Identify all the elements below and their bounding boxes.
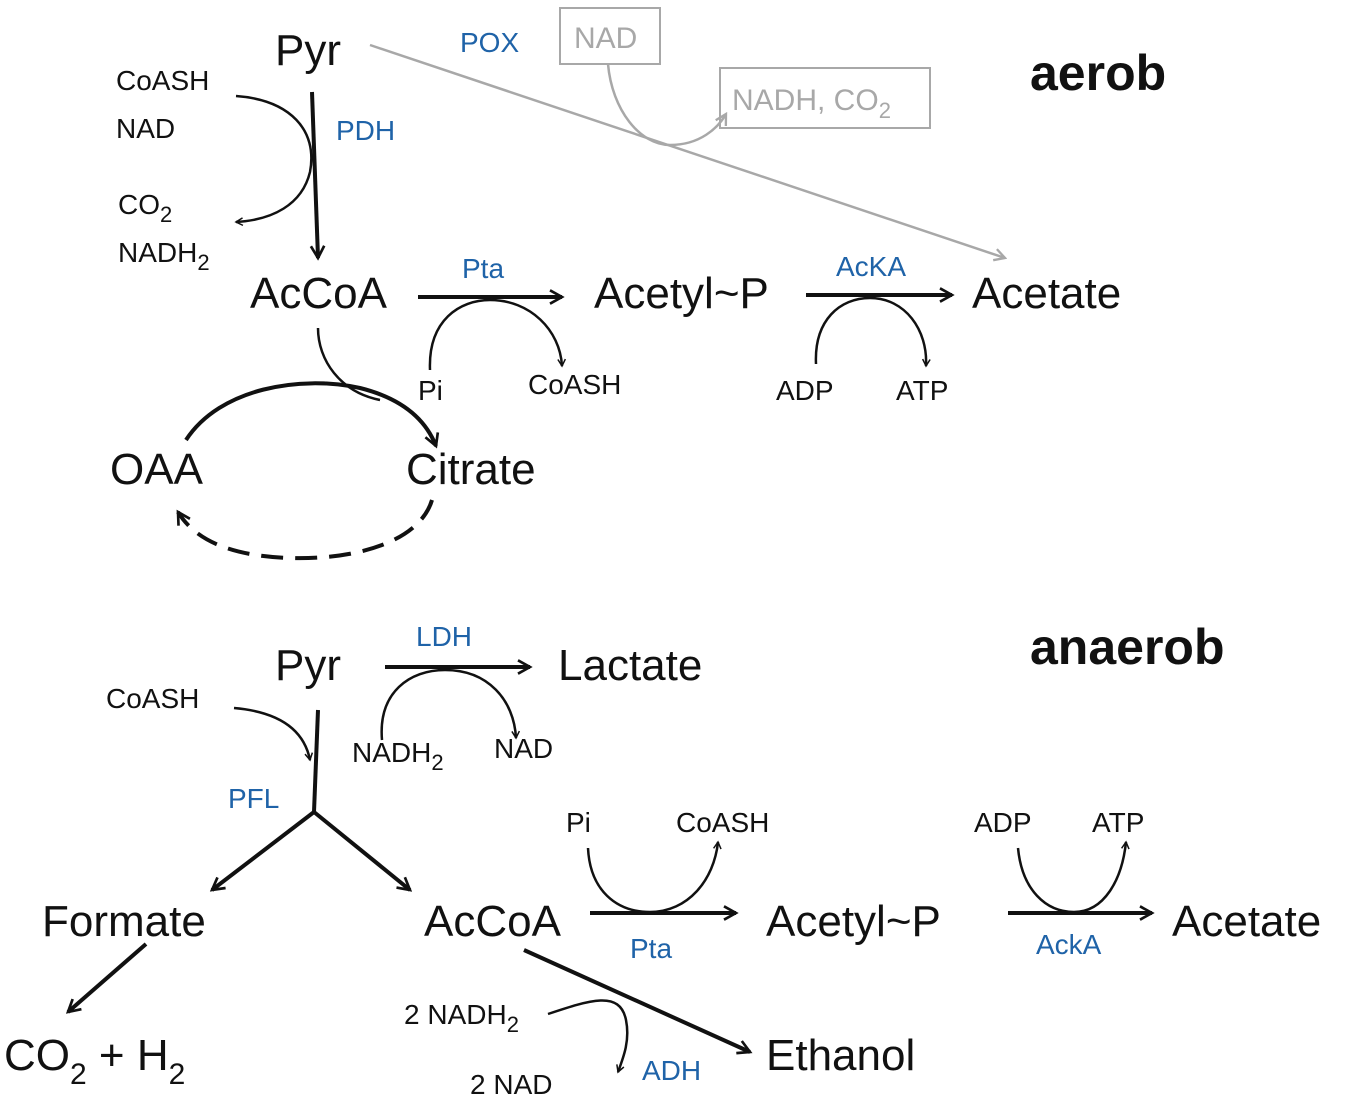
aerob-co2: CO2 [118, 189, 172, 227]
pox-nad-label: NAD [574, 22, 637, 55]
ldh-enzyme: LDH [416, 621, 472, 652]
acka-cofactor-arrow [814, 296, 926, 366]
pfl-to-accoa-arrow [312, 810, 410, 890]
adh-cofactor-arrow [547, 999, 629, 1072]
anaerob-acka-cofactor-arrow [1016, 842, 1126, 914]
pta-cofactor-arrow [428, 298, 562, 371]
aerob-pi: Pi [418, 375, 443, 406]
aerob-coash2: CoASH [528, 369, 621, 400]
pox-nadh-label: NADH, CO2 [732, 84, 891, 123]
pdh-cofactor-arrow [236, 94, 313, 222]
anaerob-adp: ADP [974, 807, 1032, 838]
tca-cycle-dashed-arrow [176, 499, 434, 561]
aerob-accoa: AcCoA [250, 269, 388, 318]
pdh-arrow [312, 91, 318, 258]
anaerob-nad: NAD [494, 733, 553, 764]
pox-branch: NAD NADH, CO2 POX [369, 7, 1005, 258]
formate-to-co2-arrow [68, 942, 148, 1012]
citrate-synthase-arrow [184, 381, 436, 446]
pfl-cofactor-arrow [233, 706, 310, 760]
aerob-title: aerob [1030, 45, 1166, 101]
aerob-citrate: Citrate [406, 445, 536, 494]
anaerob-ethanol: Ethanol [766, 1031, 915, 1080]
pfl-enzyme: PFL [228, 783, 279, 814]
aerob-atp: ATP [896, 375, 948, 406]
aerob-nad: NAD [116, 113, 175, 144]
anaerob-coash2: CoASH [676, 807, 769, 838]
pdh-enzyme: PDH [336, 115, 395, 146]
aerob-acetate: Acetate [972, 269, 1121, 318]
anaerob-2-nad: 2 NAD [470, 1069, 552, 1100]
ldh-cofactor-arrow [380, 668, 516, 741]
anaerob-pta-cofactor-arrow [586, 842, 718, 914]
anaerob-acka-enzyme: AckA [1036, 929, 1102, 960]
pox-arrow [369, 43, 1005, 258]
anaerob-atp: ATP [1092, 807, 1144, 838]
anaerob-section: anaerob Pyr LDH Lactate NADH2 NAD CoASH … [4, 619, 1321, 1100]
pox-enzyme: POX [460, 27, 519, 58]
aerob-coash: CoASH [116, 65, 209, 96]
aerob-nadh2: NADH2 [118, 237, 210, 275]
pox-cofactor-arrow [606, 63, 726, 147]
accoa-to-citrate-arrow [316, 327, 381, 402]
anaerob-formate: Formate [42, 897, 206, 946]
acka-enzyme: AcKA [836, 251, 906, 282]
pox-nad-box [559, 7, 661, 65]
anaerob-2-nadh2: 2 NADH2 [404, 999, 519, 1037]
anaerob-lactate: Lactate [558, 641, 702, 690]
anaerob-pta-enzyme: Pta [630, 933, 672, 964]
anaerob-accoa: AcCoA [424, 897, 562, 946]
adh-arrow [523, 948, 750, 1052]
aerob-oaa: OAA [110, 445, 204, 494]
anaerob-co2-h2: CO2 + H2 [4, 1031, 185, 1091]
aerob-section: aerob NAD NADH, CO2 POX Pyr PDH CoASH NA… [110, 7, 1166, 561]
anaerob-pi: Pi [566, 807, 591, 838]
aerob-pyr: Pyr [275, 26, 341, 75]
aerob-adp: ADP [776, 375, 834, 406]
anaerob-nadh2: NADH2 [352, 737, 444, 775]
aerob-acetyl-p: Acetyl~P [594, 269, 769, 318]
pfl-to-formate-arrow [212, 810, 316, 890]
pta-enzyme: Pta [462, 253, 504, 284]
adh-enzyme: ADH [642, 1055, 701, 1086]
anaerob-title: anaerob [1030, 619, 1225, 675]
anaerob-acetate: Acetate [1172, 897, 1321, 946]
anaerob-coash: CoASH [106, 683, 199, 714]
pfl-stem [312, 709, 320, 813]
anaerob-pyr: Pyr [275, 641, 341, 690]
pox-nadh-box [719, 67, 931, 129]
anaerob-acetyl-p: Acetyl~P [766, 897, 941, 946]
